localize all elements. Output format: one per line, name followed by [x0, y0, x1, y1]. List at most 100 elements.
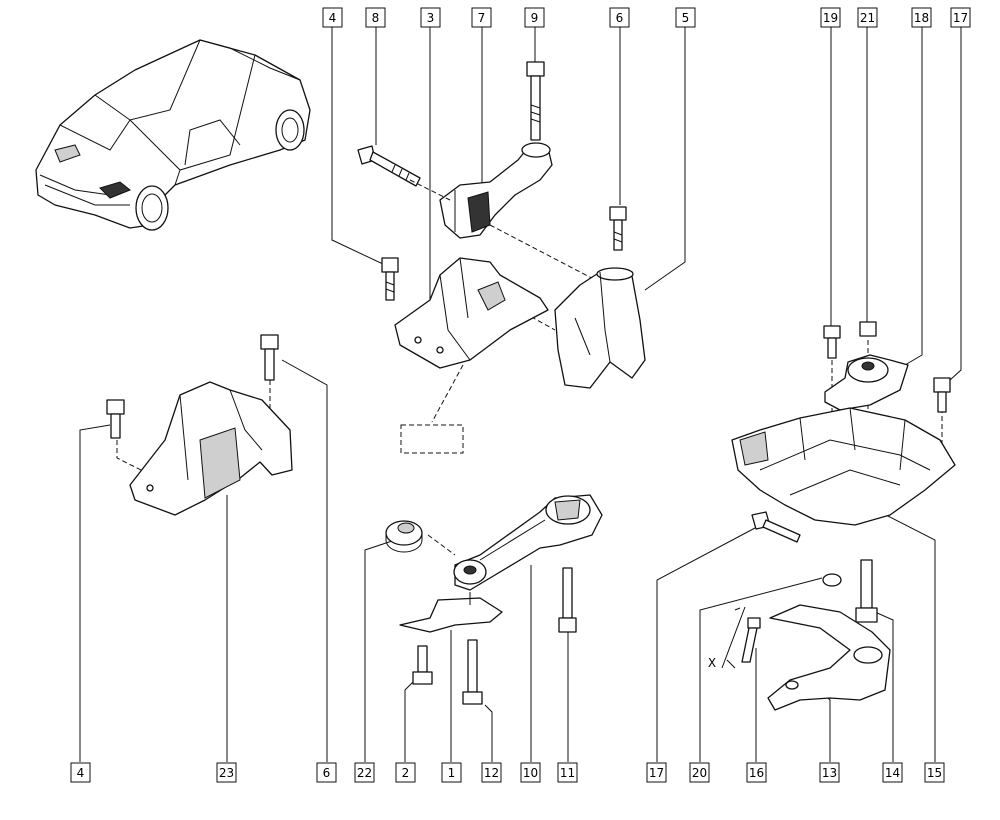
callout-c2: 2	[395, 762, 416, 783]
callout-box	[524, 7, 545, 28]
callout-box	[820, 7, 841, 28]
reference-box	[400, 424, 464, 454]
bolt-8	[357, 145, 421, 187]
callout-c20: 20	[689, 762, 710, 783]
callout-box	[395, 762, 416, 783]
callout-c21: 21	[857, 7, 878, 28]
callout-box	[924, 762, 945, 783]
callout-c8: 8	[365, 7, 386, 28]
callout-box	[471, 7, 492, 28]
callout-c4-bot: 4	[70, 762, 91, 783]
callout-box	[689, 762, 710, 783]
callout-label: 3	[427, 11, 435, 25]
callout-box	[365, 7, 386, 28]
callout-box	[354, 762, 375, 783]
callout-c10: 10	[520, 762, 541, 783]
callout-label: 20	[692, 766, 707, 780]
bolt-2	[412, 645, 433, 685]
callout-box	[911, 7, 932, 28]
callout-box	[441, 762, 462, 783]
callout-c22: 22	[354, 762, 375, 783]
bolt-17-bottom	[751, 511, 801, 543]
callout-c5: 5	[675, 7, 696, 28]
callout-label: 19	[823, 11, 838, 25]
mount-23	[129, 381, 293, 516]
callout-label: 13	[822, 766, 837, 780]
callout-box	[216, 762, 237, 783]
bolt-6-top	[609, 206, 627, 251]
callout-label: 14	[885, 766, 900, 780]
car-illustration	[35, 39, 311, 231]
callout-box	[646, 762, 667, 783]
bolt-16	[721, 606, 761, 669]
callout-box	[481, 762, 502, 783]
callout-label: 23	[219, 766, 234, 780]
callout-c9: 9	[524, 7, 545, 28]
callout-box	[420, 7, 441, 28]
callout-box	[557, 762, 578, 783]
callout-c13: 13	[819, 762, 840, 783]
bolt-12	[462, 639, 483, 705]
callout-c1: 1	[441, 762, 462, 783]
callout-box	[882, 762, 903, 783]
callout-c12: 12	[481, 762, 502, 783]
bracket-1	[399, 592, 503, 633]
bolt-6-bottom	[260, 334, 279, 381]
callout-c16: 16	[746, 762, 767, 783]
torque-rod-10	[453, 494, 603, 591]
arm-13	[767, 604, 891, 711]
callout-c6-bot: 6	[316, 762, 337, 783]
leader-lines	[79, 27, 962, 762]
callout-label: 21	[860, 11, 875, 25]
callout-label: 11	[560, 766, 575, 780]
nut-20	[822, 573, 842, 587]
callout-c23: 23	[216, 762, 237, 783]
callout-label: 6	[616, 11, 624, 25]
callout-c6-top: 6	[609, 7, 630, 28]
callout-label: 9	[531, 11, 539, 25]
callout-label: 16	[749, 766, 764, 780]
bolt-4-top	[381, 257, 399, 301]
callout-box	[819, 762, 840, 783]
bolt-9	[526, 61, 545, 141]
bolt-4-bottom	[106, 399, 125, 439]
callout-label: 6	[323, 766, 331, 780]
bracket-5	[554, 267, 646, 389]
callout-label: 8	[372, 11, 380, 25]
bolt-17-top	[933, 377, 951, 413]
callout-c17-top: 17	[950, 7, 971, 28]
mount-3	[394, 257, 549, 369]
callout-box	[322, 7, 343, 28]
washer-22	[385, 520, 423, 553]
callout-label: 4	[77, 766, 85, 780]
callout-box	[857, 7, 878, 28]
callout-label: 17	[649, 766, 664, 780]
stud-14	[855, 559, 878, 623]
callout-box	[70, 762, 91, 783]
nut-21	[859, 321, 877, 337]
callout-c17-bot: 17	[646, 762, 667, 783]
callout-label: 2	[402, 766, 410, 780]
callout-label: 15	[927, 766, 942, 780]
callout-label: 10	[523, 766, 538, 780]
mount-7	[439, 142, 553, 239]
callout-label: 7	[478, 11, 486, 25]
callout-label: 12	[484, 766, 499, 780]
callout-label: 1	[448, 766, 456, 780]
callout-c14: 14	[882, 762, 903, 783]
callout-c4-top: 4	[322, 7, 343, 28]
callout-label: 4	[329, 11, 337, 25]
callout-label: 5	[682, 11, 690, 25]
callout-box	[950, 7, 971, 28]
callout-box	[609, 7, 630, 28]
bolt-19	[823, 325, 841, 359]
callout-c18: 18	[911, 7, 932, 28]
callout-label: 18	[914, 11, 929, 25]
mount-18	[824, 354, 909, 411]
callout-c11: 11	[557, 762, 578, 783]
callout-label: 22	[357, 766, 372, 780]
callout-c19: 19	[820, 7, 841, 28]
callout-c7: 7	[471, 7, 492, 28]
